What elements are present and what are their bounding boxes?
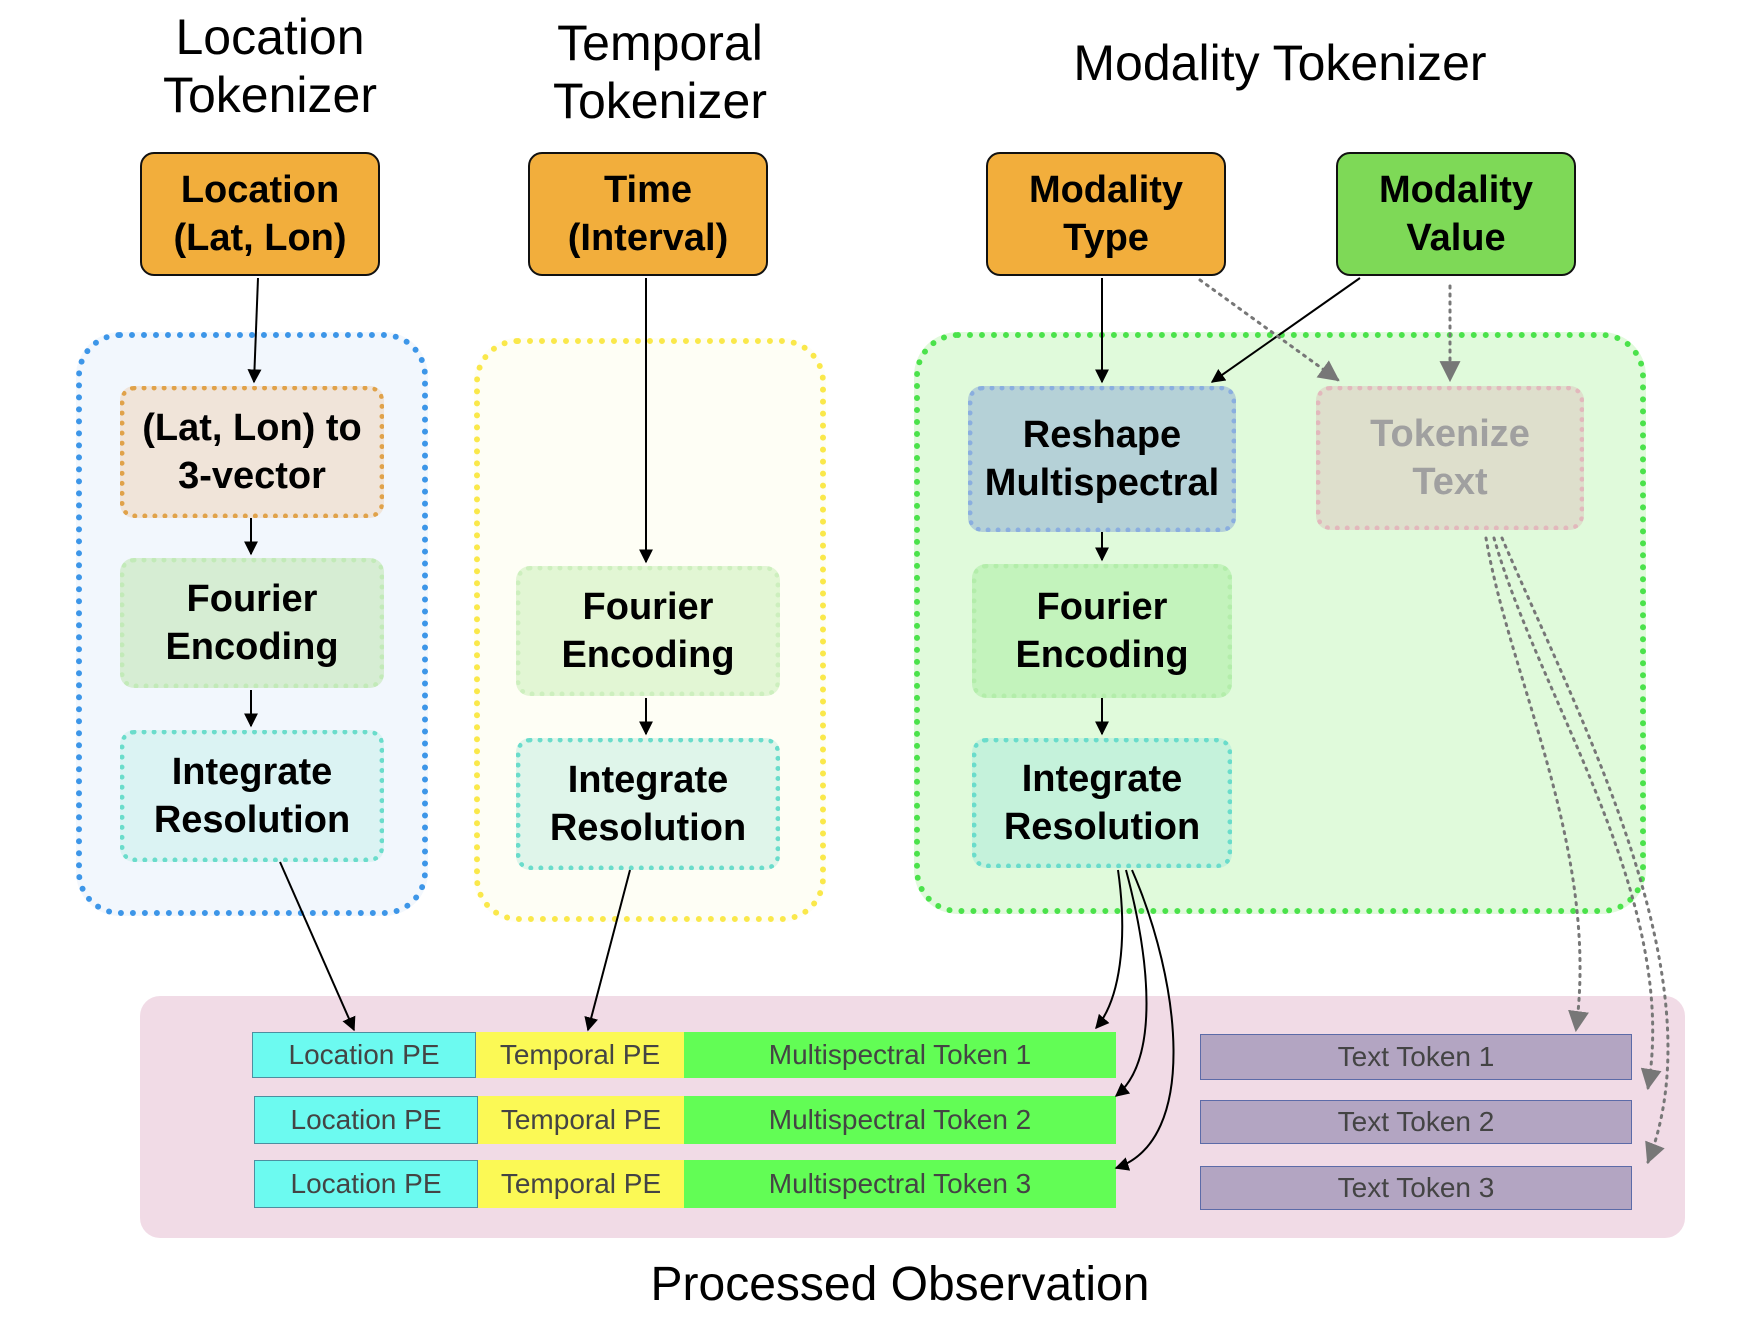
processed-observation-title: Processed Observation [650,1258,1150,1311]
dotted-arrow [1500,536,1670,1164]
box-line: Fourier [582,586,714,628]
title-line: Temporal [557,15,763,71]
box-line: Integrate [567,759,729,801]
title-line: Tokenizer [163,67,377,123]
location-pe-token: Location PE [254,1160,478,1208]
title-line: Tokenizer [553,73,767,129]
box-line: Resolution [549,807,747,849]
arrow [584,869,631,1032]
box-line: Value [1406,217,1506,259]
arrow [1095,869,1124,1030]
temporal-pe-token: Temporal PE [476,1032,684,1078]
arrow [1210,277,1361,383]
box-line: Encoding [1015,634,1189,676]
latlon-to-vector-step: (Lat, Lon) to 3-vector [120,386,384,518]
text-token-2: Text Token 2 [1200,1100,1632,1144]
box-line: Integrate [1021,758,1183,800]
temporal-pe-token: Temporal PE [478,1096,684,1144]
dotted-arrow [1492,536,1662,1091]
location-pe-token: Location PE [252,1032,476,1078]
modality-tokenizer-title: Modality Tokenizer [1073,35,1487,91]
box-line: Resolution [153,799,351,841]
box-line: Encoding [165,626,339,668]
title-line: Location [175,9,365,65]
box-line: Tokenize [1370,413,1530,455]
location-input-box: Location (Lat, Lon) [140,152,380,276]
box-line: Modality [1378,169,1534,211]
arrow [1114,869,1148,1097]
box-line: (Interval) [567,217,729,259]
temporal-tokenizer-title: Temporal Tokenizer [520,14,800,130]
arrow [247,277,262,384]
temporal-pe-token: Temporal PE [478,1160,684,1208]
time-input-box: Time (Interval) [528,152,768,276]
box-line: Reshape [1022,414,1182,456]
text-token-3: Text Token 3 [1200,1166,1632,1210]
box-line: Modality [1028,169,1184,211]
box-line: 3-vector [178,455,326,497]
multispectral-token: Multispectral Token 1 [684,1032,1116,1078]
box-line: Integrate [171,751,333,793]
box-line: Fourier [186,578,318,620]
box-line: Multispectral [984,462,1220,504]
box-line: (Lat, Lon) [173,217,347,259]
box-line: Location [180,169,340,211]
box-line: (Lat, Lon) to [142,407,362,449]
arrow [1114,869,1175,1171]
arrow [279,861,356,1032]
dotted-arrow [1484,536,1589,1033]
text-token-1: Text Token 1 [1200,1034,1632,1080]
multispectral-token: Multispectral Token 3 [684,1160,1116,1208]
box-line: Encoding [561,634,735,676]
location-pe-token: Location PE [254,1096,478,1144]
box-line: Time [603,169,692,211]
location-tokenizer-title: Location Tokenizer [130,8,410,124]
box-line: Fourier [1036,586,1168,628]
box-line: Text [1412,461,1488,503]
box-line: Resolution [1003,806,1201,848]
box-line: Type [1063,217,1149,259]
dotted-arrow [1198,278,1340,382]
multispectral-token: Multispectral Token 2 [684,1096,1116,1144]
